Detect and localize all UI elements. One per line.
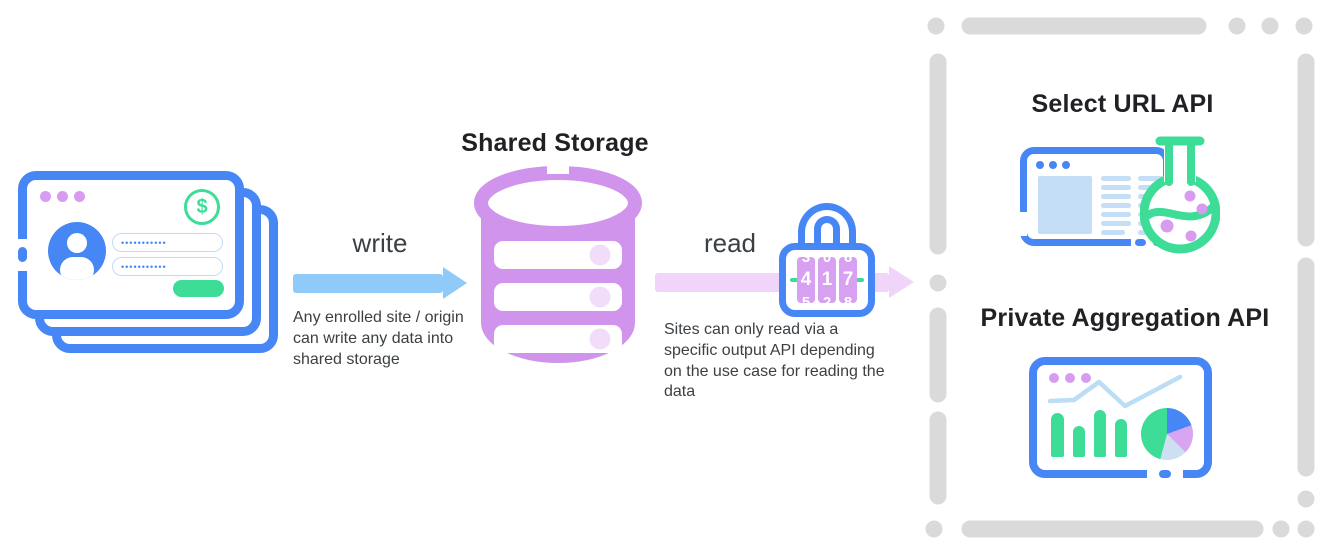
dial-digit-partial: 5 xyxy=(801,294,811,303)
pie-chart-icon xyxy=(1141,408,1193,460)
site-window-front: $ ••••••••••• ••••••••••• xyxy=(18,171,244,319)
dial-digit: 4 xyxy=(800,269,812,290)
content-block xyxy=(1038,176,1092,234)
password-field: ••••••••••• xyxy=(112,233,223,252)
bar xyxy=(1073,426,1085,457)
dial-digit-partial: 8 xyxy=(843,294,853,303)
dial-digit-partial: 2 xyxy=(822,294,832,303)
window-border-dash xyxy=(18,247,27,262)
window-border-dash xyxy=(1135,239,1146,246)
read-label: read xyxy=(703,228,757,258)
write-arrow-shaft xyxy=(293,274,443,293)
combination-lock-icon: 3 4 5 0 1 2 6 7 8 xyxy=(779,203,875,317)
write-label: write xyxy=(352,228,408,258)
window-control-dot xyxy=(1036,161,1044,169)
lock-dial: 0 1 2 xyxy=(818,257,836,303)
dial-digit: 1 xyxy=(821,269,833,290)
window-control-dot xyxy=(1049,161,1057,169)
lock-dials: 3 4 5 0 1 2 6 7 8 xyxy=(797,257,857,303)
select-url-api-title: Select URL API xyxy=(1031,90,1214,118)
lock-shackle-outer xyxy=(798,203,856,249)
password-dots: ••••••••••• xyxy=(121,237,167,248)
private-aggregation-api-title: Private Aggregation API xyxy=(980,304,1270,332)
window-control-dot xyxy=(1062,161,1070,169)
user-avatar-icon xyxy=(48,222,106,280)
dial-digit-partial: 6 xyxy=(843,257,853,266)
write-caption: Any enrolled site / origin can write any… xyxy=(293,309,464,368)
dollar-icon: $ xyxy=(184,189,220,225)
window-border-dash xyxy=(1159,470,1171,478)
lock-dial: 6 7 8 xyxy=(839,257,857,303)
password-field: ••••••••••• xyxy=(112,257,223,276)
submit-button xyxy=(173,280,224,297)
stacked-site-windows-icon: $ ••••••••••• ••••••••••• xyxy=(18,171,296,353)
dial-digit-partial: 3 xyxy=(801,257,811,266)
window-control-dot xyxy=(57,191,68,202)
avatar-body xyxy=(60,257,94,280)
shared-storage-title: Shared Storage xyxy=(461,129,649,157)
avatar-head xyxy=(67,233,87,253)
read-arrow-head xyxy=(889,266,914,298)
lock-body: 3 4 5 0 1 2 6 7 8 xyxy=(779,243,875,317)
window-control-dot xyxy=(1049,373,1059,383)
password-dots: ••••••••••• xyxy=(121,261,167,272)
window-control-dot xyxy=(1065,373,1075,383)
lock-dash-left xyxy=(790,278,798,282)
flask-icon xyxy=(1140,134,1220,254)
read-caption: Sites can only read via a specific outpu… xyxy=(664,321,885,401)
database-icon xyxy=(474,163,642,363)
dollar-sign: $ xyxy=(196,195,208,218)
window-control-dot xyxy=(40,191,51,202)
bar xyxy=(1115,419,1127,457)
window-border-gap xyxy=(1020,212,1027,236)
write-arrow-head xyxy=(443,267,467,299)
window-control-dot xyxy=(1081,373,1091,383)
window-border-gap xyxy=(1131,239,1171,246)
dial-digit: 7 xyxy=(842,269,854,290)
bar xyxy=(1094,410,1106,457)
bar xyxy=(1051,413,1064,457)
dial-digit-partial: 0 xyxy=(822,257,832,266)
analytics-dashboard-icon xyxy=(1029,357,1212,478)
window-control-dot xyxy=(74,191,85,202)
line-chart-icon xyxy=(1047,374,1183,409)
lock-dash-right xyxy=(856,278,864,282)
lock-dial: 3 4 5 xyxy=(797,257,815,303)
